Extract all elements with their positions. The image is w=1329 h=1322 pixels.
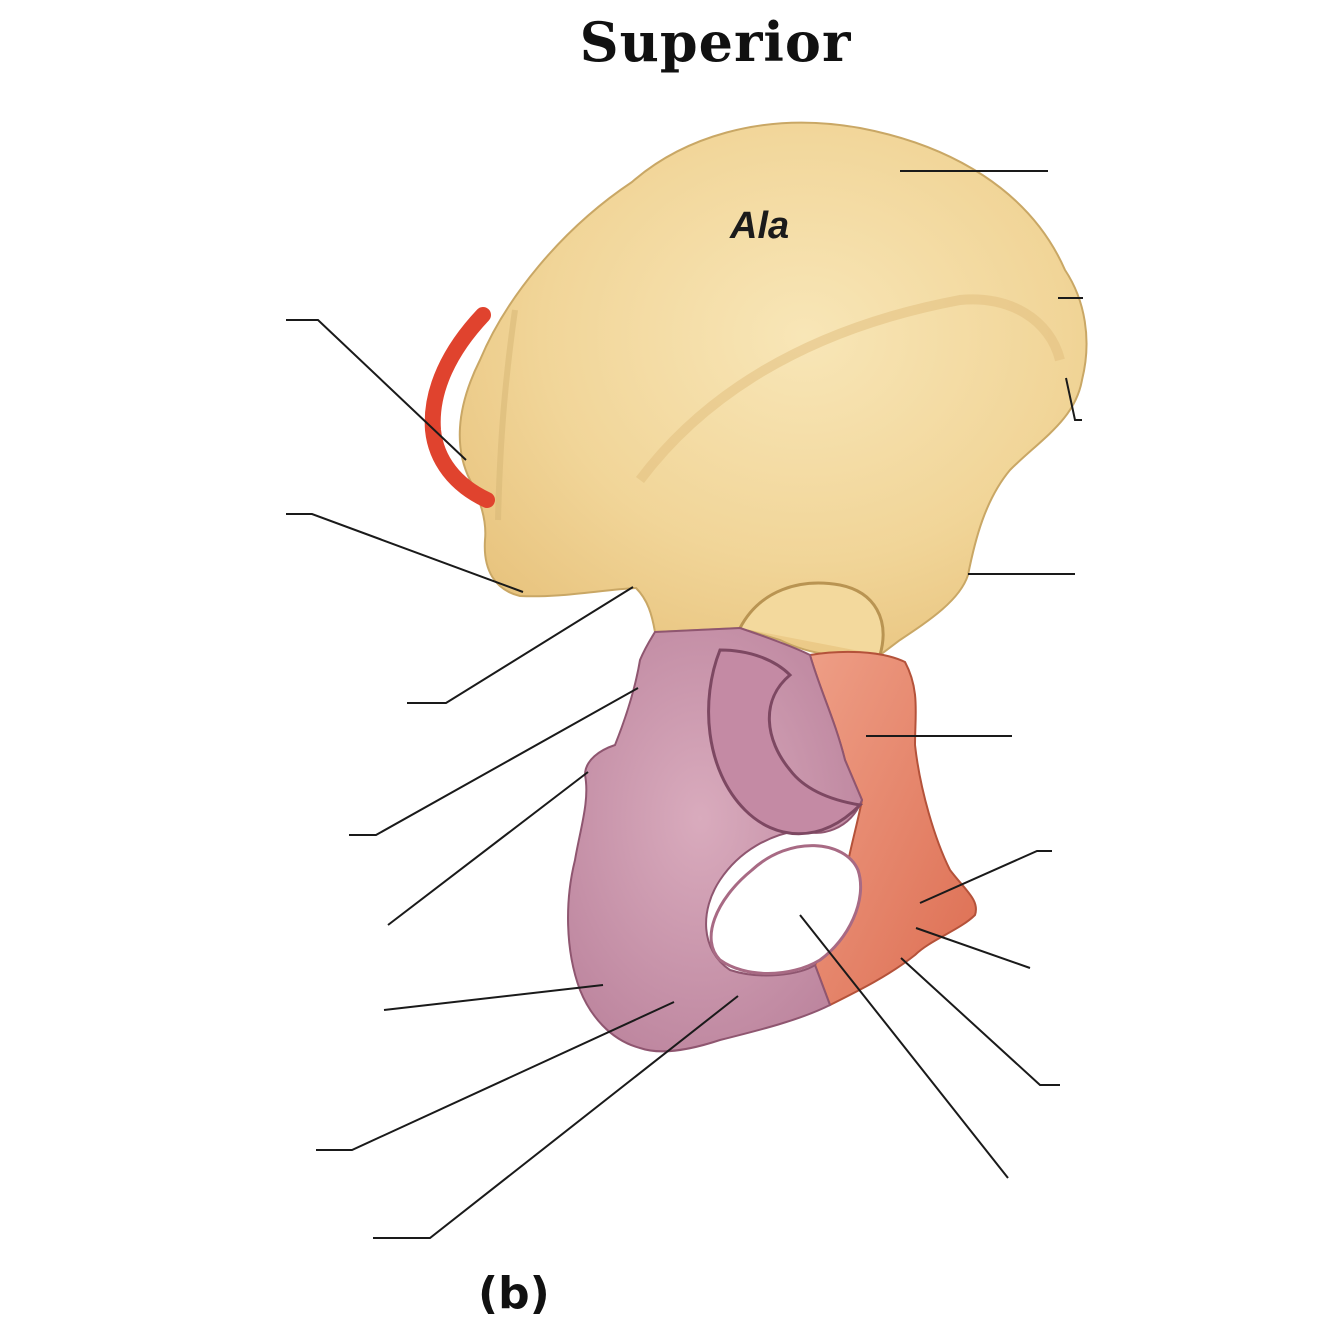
leader-line-3 xyxy=(1065,377,1082,421)
leader-line-4 xyxy=(286,319,467,461)
leader-line-13 xyxy=(900,957,1060,1086)
leader-line-6 xyxy=(407,586,634,704)
leader-line-5 xyxy=(286,513,524,593)
diagram-title: Superior xyxy=(579,10,852,74)
ilium-anterior-margin xyxy=(495,309,518,521)
leader-line-14 xyxy=(799,914,1009,1179)
acetabulum-rim-upper xyxy=(738,581,885,656)
ilium-ridge xyxy=(636,294,1065,484)
ischium-shape xyxy=(567,626,864,1053)
leader-line-17 xyxy=(373,995,739,1239)
leader-line-9 xyxy=(349,687,639,836)
ilium-shape xyxy=(458,121,1088,658)
acetabulum-lunate-surface xyxy=(707,648,864,836)
leader-line-10 xyxy=(387,771,589,926)
panel-label: (b) xyxy=(478,1268,550,1319)
obturator-foramen xyxy=(709,844,863,975)
leader-line-12 xyxy=(915,927,1031,969)
leader-lines xyxy=(286,170,1083,1239)
leader-line-16 xyxy=(316,1001,675,1151)
ala-label: Ala xyxy=(730,205,790,247)
leader-line-15 xyxy=(383,984,604,1011)
leader-line-11 xyxy=(919,850,1052,904)
